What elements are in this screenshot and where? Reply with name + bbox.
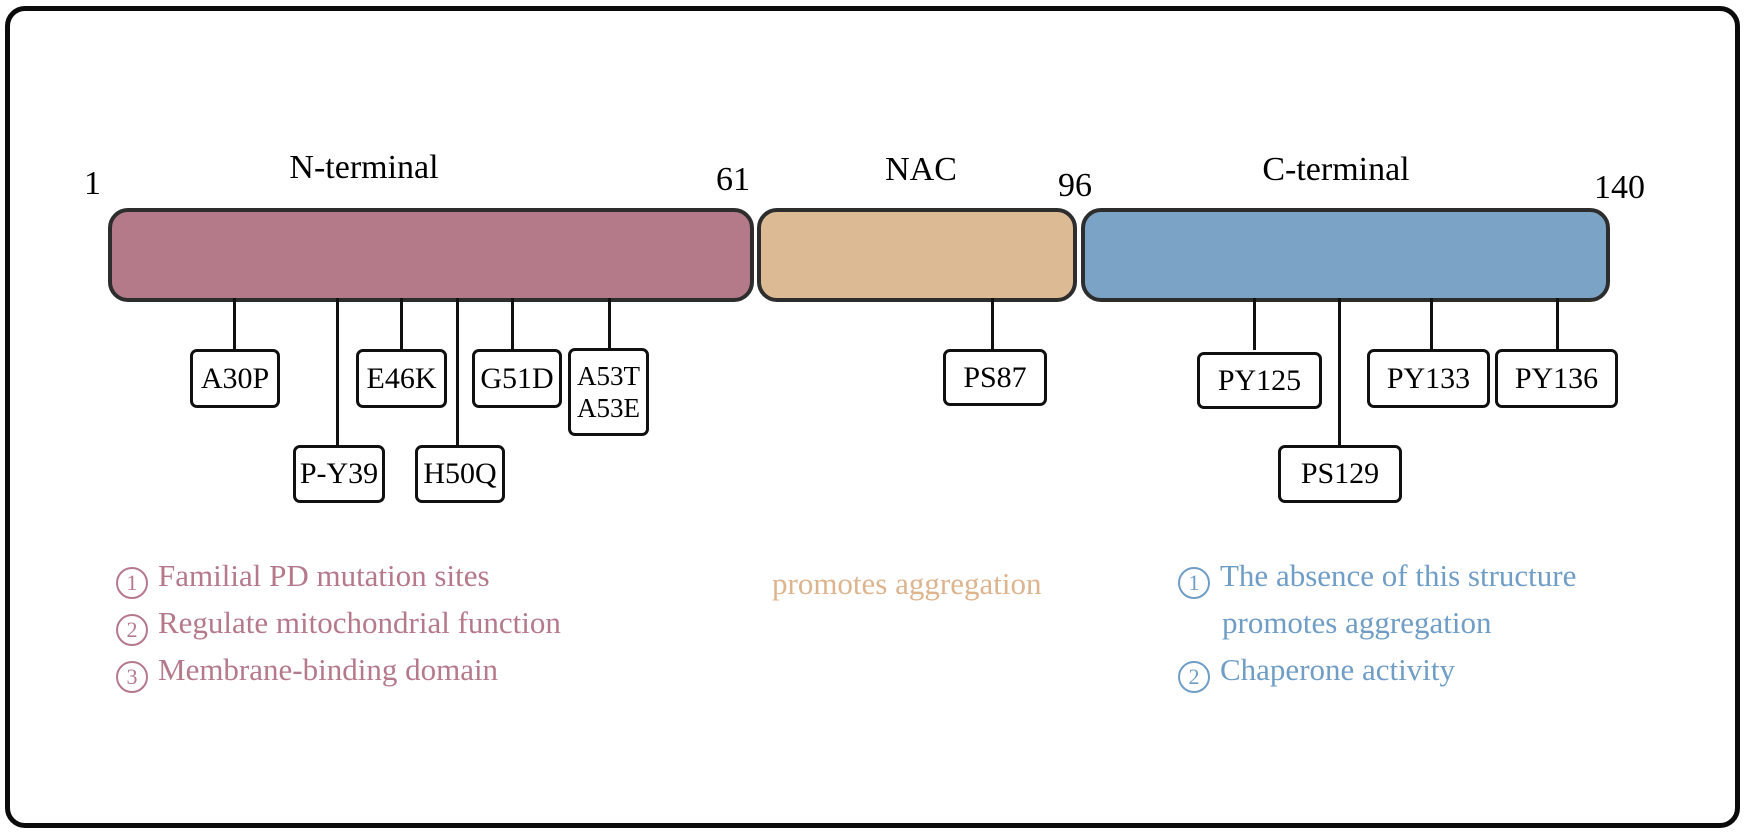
annotation-line: 1 The absence of this structure <box>1178 552 1576 599</box>
annotation-line: 2 Chaperone activity <box>1178 646 1576 693</box>
connector-ps87 <box>991 298 994 350</box>
circled-number-icon: 2 <box>1178 661 1210 693</box>
circled-number-icon: 1 <box>1178 567 1210 599</box>
c-terminal-title: C-terminal <box>1262 151 1410 188</box>
site-box-a53t-a53e: A53T A53E <box>568 348 649 436</box>
site-box-py125: PY125 <box>1197 352 1322 409</box>
connector-py125 <box>1253 298 1256 350</box>
connector-e46k <box>400 298 403 350</box>
n-terminal-domain-bar <box>108 208 754 302</box>
residue-tick-61: 61 <box>716 161 750 198</box>
nac-title: NAC <box>885 151 957 188</box>
connector-a53 <box>608 298 611 349</box>
site-label-a53t: A53T <box>577 361 640 391</box>
annotation-line: 2 Regulate mitochondrial function <box>116 599 561 646</box>
annotation-line: promotes aggregation <box>1222 599 1576 646</box>
annotation-text: Membrane-binding domain <box>158 652 499 687</box>
annotation-text: Familial PD mutation sites <box>158 558 490 593</box>
n-terminal-annotation: 1 Familial PD mutation sites 2 Regulate mi… <box>116 552 561 693</box>
connector-ps129 <box>1338 298 1341 446</box>
site-box-h50q: H50Q <box>415 445 505 503</box>
circled-number-icon: 2 <box>116 614 148 646</box>
annotation-line: 1 Familial PD mutation sites <box>116 552 561 599</box>
connector-h50q <box>456 298 459 446</box>
connector-g51d <box>511 298 514 350</box>
figure-frame <box>5 6 1740 828</box>
site-box-g51d: G51D <box>472 349 562 408</box>
residue-tick-1: 1 <box>84 165 101 202</box>
residue-tick-140: 140 <box>1594 169 1645 206</box>
residue-tick-96: 96 <box>1058 167 1092 204</box>
annotation-text: Regulate mitochondrial function <box>158 605 561 640</box>
site-box-py133: PY133 <box>1367 349 1490 408</box>
connector-py136 <box>1556 298 1559 350</box>
site-box-ps87: PS87 <box>943 349 1047 406</box>
site-box-e46k: E46K <box>356 349 447 408</box>
circled-number-icon: 1 <box>116 567 148 599</box>
nac-domain-bar <box>757 208 1077 302</box>
c-terminal-annotation: 1 The absence of this structure promotes … <box>1178 552 1576 693</box>
n-terminal-title: N-terminal <box>289 149 439 186</box>
c-terminal-domain-bar <box>1081 208 1610 302</box>
annotation-line: 3 Membrane-binding domain <box>116 646 561 693</box>
site-box-a30p: A30P <box>190 349 280 408</box>
site-box-py39: P-Y39 <box>293 445 385 503</box>
connector-py133 <box>1430 298 1433 350</box>
nac-annotation: promotes aggregation <box>772 566 1042 601</box>
annotation-text: promotes aggregation <box>1222 605 1492 640</box>
site-box-py136: PY136 <box>1495 349 1618 408</box>
site-label-a53e: A53E <box>577 393 640 423</box>
circled-number-icon: 3 <box>116 661 148 693</box>
annotation-text: Chaperone activity <box>1220 652 1455 687</box>
annotation-text: The absence of this structure <box>1220 558 1577 593</box>
site-box-ps129: PS129 <box>1278 445 1402 503</box>
connector-py39 <box>336 298 339 446</box>
connector-a30p <box>233 298 236 350</box>
